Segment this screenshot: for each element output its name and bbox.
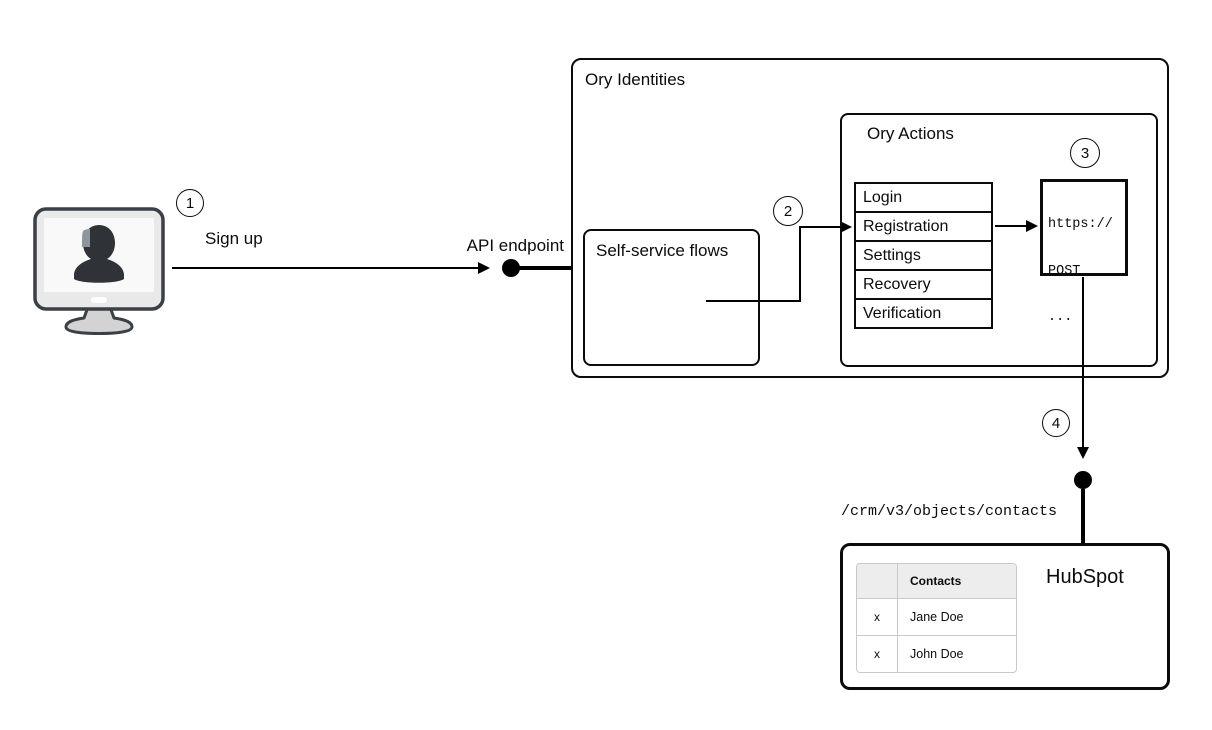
contacts-header-empty-cell — [857, 564, 898, 598]
flow-row-login: Login — [856, 184, 991, 213]
contacts-table: Contacts x Jane Doe x John Doe — [856, 563, 1017, 673]
sign-up-label: Sign up — [205, 229, 263, 248]
contact-mark-cell: x — [857, 636, 898, 672]
code-line: POST — [1048, 263, 1081, 279]
contacts-row: x John Doe — [857, 636, 1016, 672]
contacts-row: x Jane Doe — [857, 599, 1016, 636]
ory-identities-box — [571, 58, 1169, 378]
self-service-flows-label: Self-service flows — [596, 241, 729, 260]
step-badge-1: 1 — [176, 189, 204, 217]
hubspot-label: HubSpot — [1046, 566, 1124, 588]
crm-endpoint-path-label: /crm/v3/objects/contacts — [841, 503, 1058, 520]
contact-name-cell: Jane Doe — [910, 610, 964, 624]
contacts-header-row: Contacts — [857, 564, 1016, 599]
contact-mark-cell: x — [857, 599, 898, 635]
flows-to-registration-arrow — [706, 221, 852, 302]
flow-row-recovery: Recovery — [856, 271, 991, 300]
api-endpoint-label: API endpoint — [466, 236, 564, 255]
monitor-button — [91, 297, 107, 303]
flow-types-table: Login Registration Settings Recovery Ver… — [854, 182, 993, 329]
step-badge-3: 3 — [1070, 138, 1100, 168]
step-number: 1 — [185, 194, 195, 212]
step-badge-2: 2 — [773, 196, 803, 226]
person-silhouette-icon — [74, 225, 124, 283]
step-number: 3 — [1080, 144, 1090, 162]
contacts-header-label: Contacts — [910, 574, 962, 588]
code-line: ... — [1048, 310, 1073, 325]
flow-row-settings: Settings — [856, 242, 991, 271]
user-computer-icon — [33, 207, 165, 335]
hubspot-endpoint-dot-icon — [1074, 471, 1092, 489]
step-number: 2 — [783, 202, 793, 220]
webhook-request-box: https:// POST ... ... — [1040, 179, 1128, 372]
code-line: ... — [1048, 356, 1073, 372]
step-badge-4: 4 — [1042, 409, 1070, 437]
self-service-flows-box — [583, 229, 760, 366]
contact-name-cell: John Doe — [910, 647, 964, 661]
ory-actions-box — [840, 113, 1158, 367]
step-number: 4 — [1051, 414, 1061, 432]
flow-row-verification: Verification — [863, 305, 942, 322]
flow-row-registration: Registration — [856, 213, 991, 242]
ory-actions-label: Ory Actions — [867, 124, 954, 143]
code-line: https:// — [1048, 217, 1113, 232]
monitor-stand — [64, 305, 134, 335]
ory-identities-label: Ory Identities — [585, 70, 686, 89]
api-endpoint-dot-icon — [502, 259, 520, 277]
hubspot-box — [840, 543, 1170, 690]
